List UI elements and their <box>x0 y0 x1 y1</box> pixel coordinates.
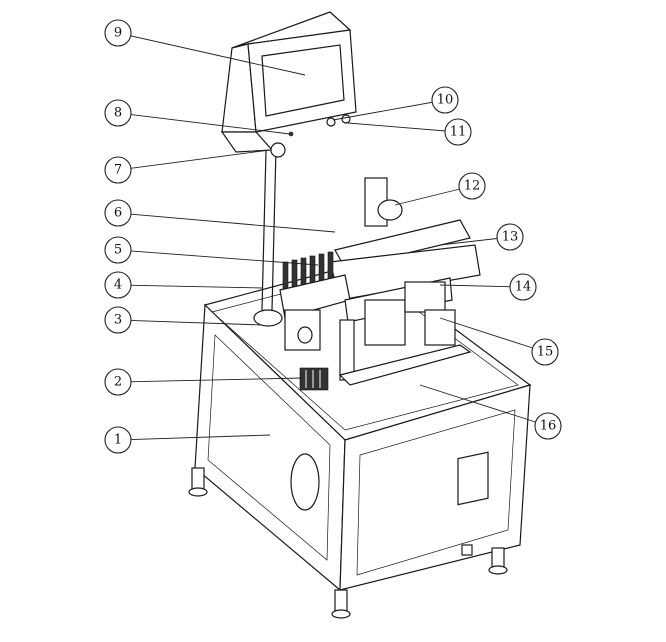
callout-4: 4 <box>104 271 132 299</box>
callout-14: 14 <box>509 273 537 301</box>
leader-line-3 <box>117 319 263 326</box>
callout-circle <box>104 199 132 227</box>
leader-line-7 <box>117 149 271 171</box>
callout-circle <box>458 172 486 200</box>
monitor-screen <box>261 44 345 117</box>
callout-9: 9 <box>104 19 132 47</box>
reel <box>253 309 283 327</box>
callout-11: 11 <box>444 118 472 146</box>
callout-label: 12 <box>464 179 481 194</box>
callout-2: 2 <box>104 368 132 396</box>
callout-circle <box>531 338 559 366</box>
button <box>341 114 351 124</box>
machine-drawing <box>188 11 532 619</box>
callout-10: 10 <box>431 86 459 114</box>
leader-line-16 <box>419 384 549 427</box>
callout-circle <box>496 223 524 251</box>
left-panel <box>207 334 331 561</box>
callout-5: 5 <box>104 236 132 264</box>
leader-line-8 <box>117 112 291 135</box>
leader-line-10 <box>332 99 446 121</box>
callout-label: 10 <box>437 93 454 108</box>
monitor-front <box>247 29 357 133</box>
callout-label: 11 <box>450 125 467 140</box>
callout-label: 14 <box>515 280 532 295</box>
callout-label: 6 <box>114 206 122 221</box>
callout-circle <box>104 99 132 127</box>
callout-circle <box>104 236 132 264</box>
leg <box>334 589 348 613</box>
callout-3: 3 <box>104 306 132 334</box>
cabinet-right-face <box>339 384 531 591</box>
callout-label: 2 <box>114 375 122 390</box>
leader-lines <box>117 32 549 441</box>
button <box>326 117 336 127</box>
callout-circle <box>104 306 132 334</box>
leg <box>191 467 205 491</box>
callout-label: 8 <box>114 106 122 121</box>
leader-line-15 <box>439 317 546 353</box>
callout-7: 7 <box>104 156 132 184</box>
leader-line-5 <box>117 249 319 266</box>
right-door <box>356 409 516 576</box>
callout-circle <box>431 86 459 114</box>
emergency-stop <box>270 142 286 158</box>
leader-line-1 <box>117 434 271 441</box>
callout-label: 15 <box>537 345 554 360</box>
callout-circle <box>534 412 562 440</box>
callout-13: 13 <box>496 223 524 251</box>
leader-line-9 <box>117 32 306 76</box>
side-hole <box>290 453 320 511</box>
callout-label: 3 <box>114 313 122 328</box>
callout-6: 6 <box>104 199 132 227</box>
callout-circle <box>444 118 472 146</box>
callout-label: 4 <box>114 278 122 293</box>
connector-block <box>299 367 329 391</box>
callout-circle <box>104 368 132 396</box>
callout-8: 8 <box>104 99 132 127</box>
leader-line-14 <box>439 284 524 288</box>
callout-circle <box>104 19 132 47</box>
callout-label: 16 <box>540 419 557 434</box>
callout-label: 9 <box>114 26 122 41</box>
callout-label: 1 <box>114 433 122 448</box>
leader-line-2 <box>117 377 303 383</box>
leader-line-4 <box>117 284 263 289</box>
callout-circle <box>509 273 537 301</box>
callout-label: 7 <box>114 163 122 178</box>
callout-12: 12 <box>458 172 486 200</box>
callout-16: 16 <box>534 412 562 440</box>
leader-line-6 <box>117 212 336 233</box>
leg <box>491 547 505 569</box>
callout-circle <box>104 426 132 454</box>
callout-circle <box>104 156 132 184</box>
callout-15: 15 <box>531 338 559 366</box>
door-handle <box>457 451 489 506</box>
callout-1: 1 <box>104 426 132 454</box>
callout-circle <box>104 271 132 299</box>
leg <box>461 544 473 556</box>
leader-line-11 <box>347 122 459 133</box>
callout-label: 13 <box>502 230 519 245</box>
callout-label: 5 <box>114 243 122 258</box>
